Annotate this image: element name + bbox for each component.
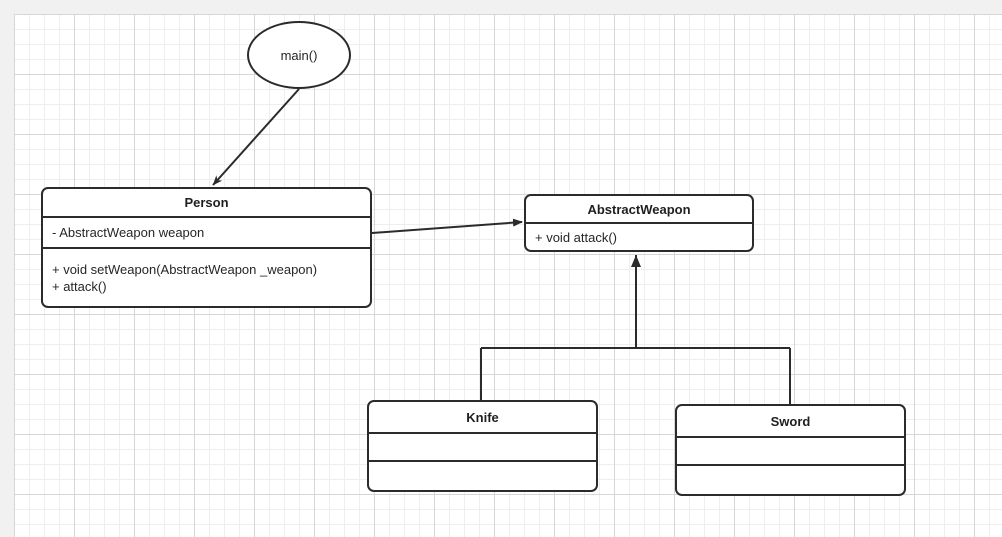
node-main-label: main() <box>280 47 318 63</box>
class-operations-person: + void setWeapon(AbstractWeapon _weapon)… <box>52 262 318 294</box>
node-main[interactable]: main() <box>247 21 351 89</box>
class-attributes-knife <box>369 434 596 462</box>
class-attributes-person: - AbstractWeapon weapon <box>43 218 370 249</box>
class-operations-abstractweapon: + void attack() <box>535 230 618 245</box>
class-box-person[interactable]: Person - AbstractWeapon weapon + void se… <box>41 187 372 308</box>
class-box-abstractweapon[interactable]: AbstractWeapon + void attack() <box>524 194 754 252</box>
class-title-person: Person <box>43 189 370 218</box>
class-title-sword: Sword <box>677 406 904 438</box>
class-title-knife: Knife <box>369 402 596 434</box>
class-operations-knife <box>369 462 596 490</box>
diagram-canvas[interactable] <box>14 14 1002 537</box>
class-attributes-sword <box>677 438 904 466</box>
class-box-sword[interactable]: Sword <box>675 404 906 496</box>
class-operations-sword <box>677 466 904 494</box>
class-box-knife[interactable]: Knife <box>367 400 598 492</box>
class-title-abstractweapon: AbstractWeapon <box>526 196 752 224</box>
